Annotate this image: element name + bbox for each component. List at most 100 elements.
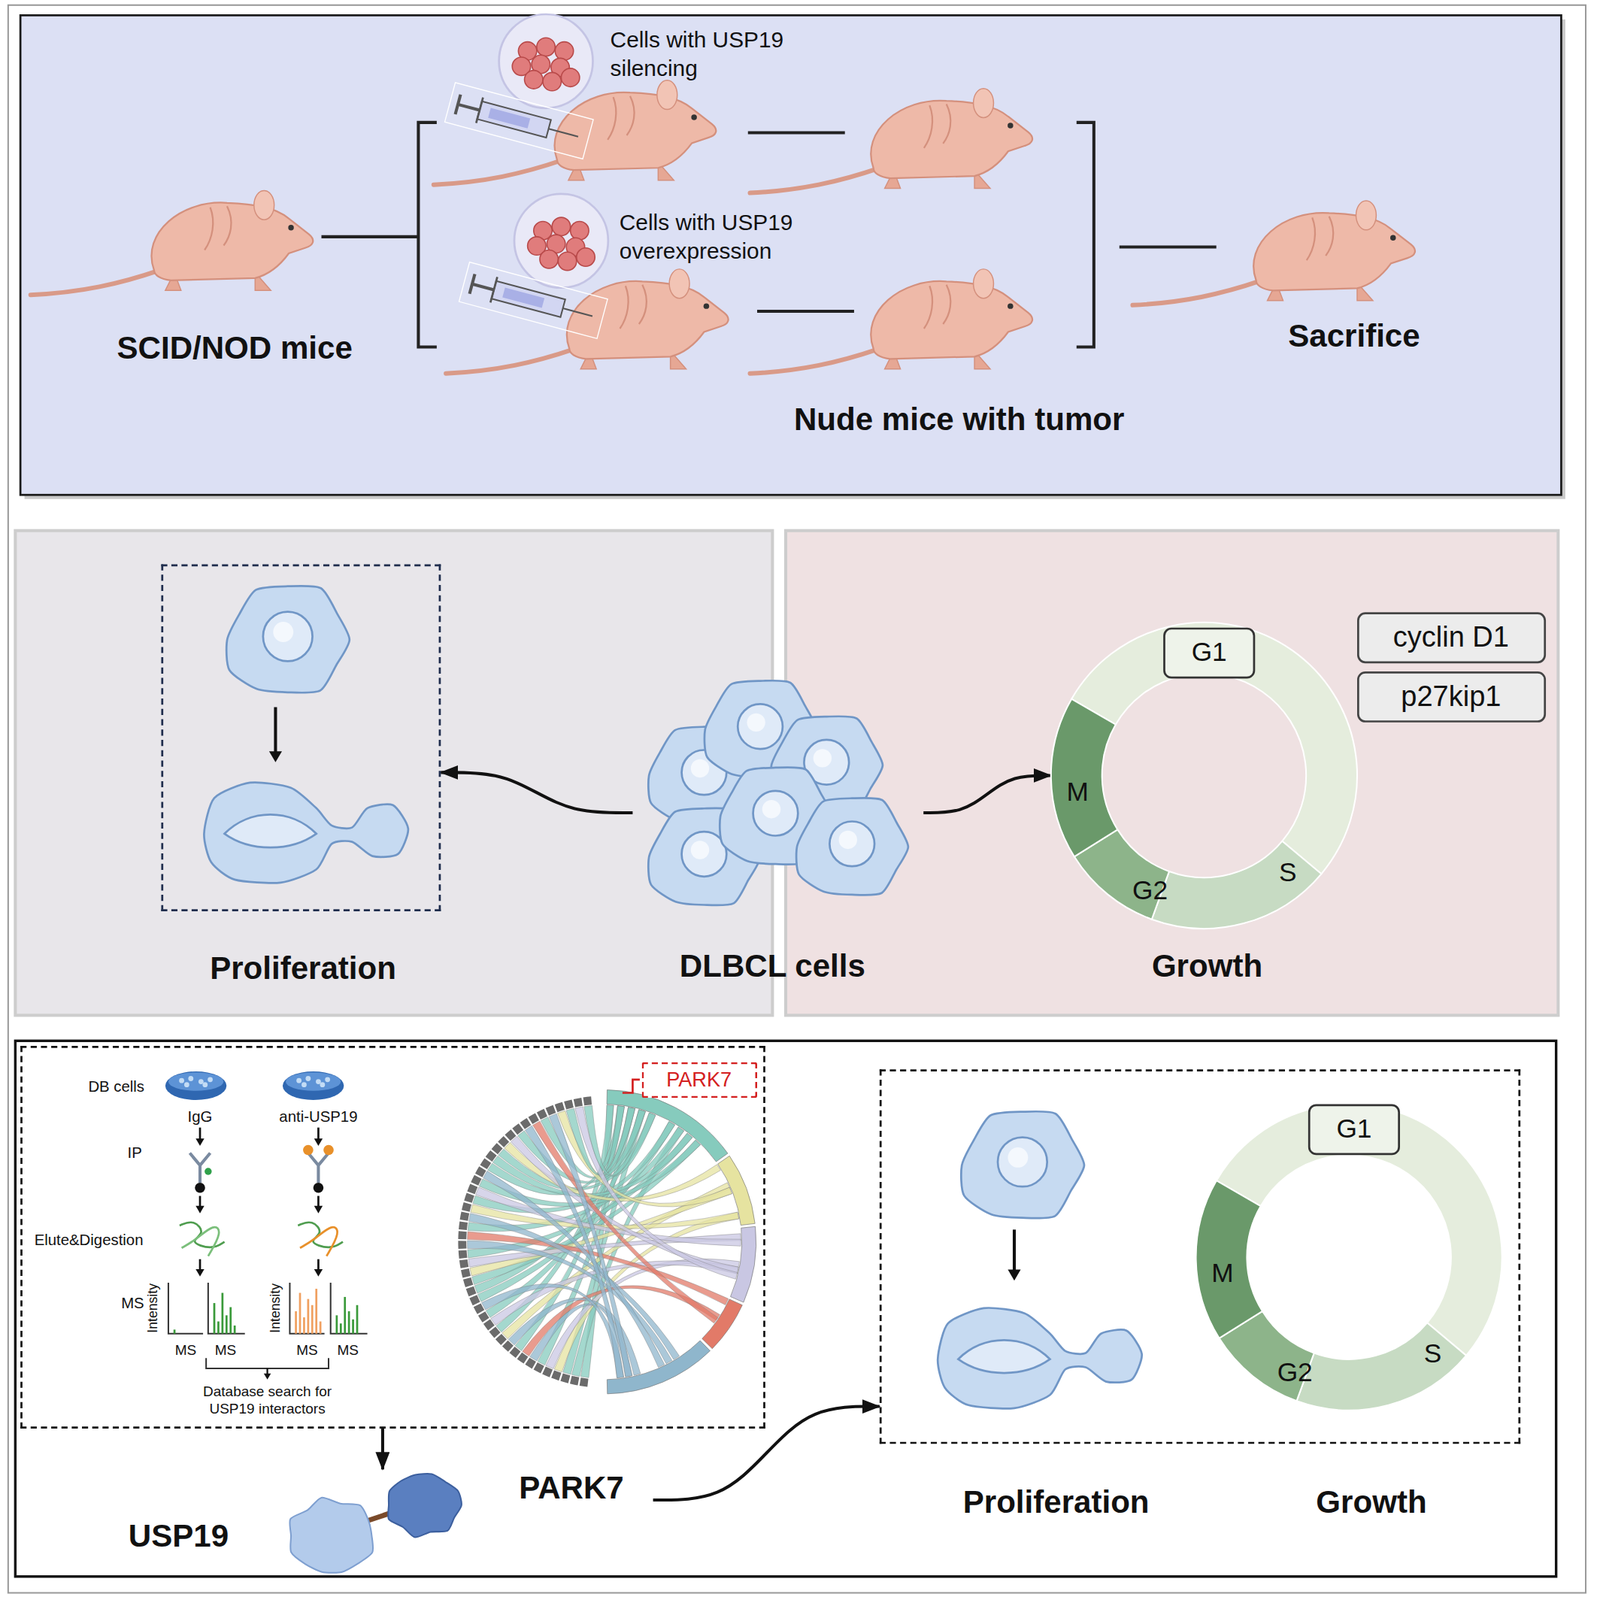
dish-cell xyxy=(207,1076,213,1082)
ms-peak xyxy=(303,1317,306,1334)
bracket-right xyxy=(1076,122,1217,348)
gene-segment xyxy=(483,1319,495,1331)
cell-cycle xyxy=(1051,622,1358,929)
cell-nucleus xyxy=(753,790,799,837)
chord-group xyxy=(606,1340,710,1394)
dish-cell xyxy=(315,1078,322,1085)
figure-label: S xyxy=(1278,856,1297,888)
cell-body xyxy=(226,585,350,693)
cell-nucleus xyxy=(224,814,317,848)
figure-label: anti-USP19 xyxy=(278,1107,358,1126)
plot-axis xyxy=(168,1282,204,1334)
connector-arrow xyxy=(653,1406,880,1500)
cell-bubble xyxy=(514,193,609,288)
culture-dish xyxy=(165,1071,227,1100)
bead xyxy=(194,1182,206,1194)
mouse-wrinkle xyxy=(924,104,951,149)
mouse-body xyxy=(151,202,313,280)
cell-nucleus xyxy=(997,1137,1048,1188)
bracket xyxy=(206,1357,329,1369)
figure-group: ProliferationGrowthMG2SG1 xyxy=(879,1069,1521,1444)
tumor-cell xyxy=(576,248,595,267)
syringe-frame xyxy=(445,82,594,160)
syringe-handle xyxy=(469,274,476,294)
top-panel xyxy=(20,15,1561,495)
tumor-cell xyxy=(551,217,570,236)
chord-group xyxy=(606,1089,728,1162)
illustration xyxy=(881,1071,1523,1446)
dividing-cell xyxy=(203,782,409,884)
gene-segment xyxy=(463,1277,473,1288)
heading-label: USP19 xyxy=(128,1516,229,1555)
arrow-line xyxy=(317,1127,320,1140)
figure-group: GrowthMG2SG1 xyxy=(1051,622,1358,929)
mouse xyxy=(749,269,1033,374)
arrow-head xyxy=(195,1206,204,1214)
arrow-line xyxy=(317,1196,320,1208)
figure-label: MS xyxy=(337,1341,360,1359)
gene-segment xyxy=(551,1369,561,1381)
heading-label: Proliferation xyxy=(209,949,397,988)
cell-body xyxy=(960,1111,1085,1219)
peptide xyxy=(300,1227,338,1256)
figure-label: M xyxy=(1211,1257,1234,1290)
ms-peak xyxy=(233,1325,237,1334)
chord-ribbon xyxy=(481,1283,625,1378)
mouse-eye xyxy=(287,224,294,231)
mouse-wrinkle xyxy=(1306,216,1334,261)
ms-peak xyxy=(213,1303,216,1334)
tumor-cell xyxy=(539,250,558,269)
annotation-label: Cells with USP19 overexpression xyxy=(619,209,840,266)
process-box: cyclin D1 xyxy=(1356,612,1546,664)
chord-group xyxy=(718,1155,756,1225)
gene-segment xyxy=(466,1183,478,1194)
arrow-head xyxy=(195,1138,204,1146)
gene-segment xyxy=(512,1123,524,1135)
box-label: G1 xyxy=(1191,636,1228,669)
gene-segment xyxy=(504,1129,516,1141)
nucleus-highlight xyxy=(272,621,294,643)
nucleus-highlight xyxy=(813,748,832,767)
chord-group xyxy=(702,1299,743,1349)
dish-cell xyxy=(305,1075,311,1082)
process-box: G1 xyxy=(1163,627,1255,679)
annotation-label: Sacrifice xyxy=(1287,317,1420,358)
box-label: cyclin D1 xyxy=(1393,620,1510,655)
cell-body xyxy=(796,797,909,895)
dish-cell xyxy=(184,1081,190,1088)
gene-segment xyxy=(560,1372,570,1383)
gene-segment xyxy=(579,1377,589,1387)
gene-segment xyxy=(554,1102,565,1113)
ms-peak xyxy=(173,1329,176,1334)
mouse xyxy=(1132,200,1416,306)
mouse-ear xyxy=(973,269,994,299)
mouse-tail xyxy=(1132,280,1262,306)
tumor-cell xyxy=(524,70,543,89)
dish-cell xyxy=(296,1078,302,1084)
arrow-line xyxy=(199,1259,202,1271)
nucleus-highlight xyxy=(839,830,858,849)
dish-cell xyxy=(324,1076,331,1082)
gene-segment xyxy=(458,1221,468,1231)
arrow-head xyxy=(263,1373,272,1380)
syringe-needle xyxy=(548,128,579,137)
tumor-cell xyxy=(536,37,555,56)
gene-segment xyxy=(478,1311,490,1323)
annotation-label: Nude mice with tumor xyxy=(793,400,1125,441)
figure-label: MS xyxy=(121,1293,145,1313)
ms-peak xyxy=(343,1296,346,1334)
figure-label: S xyxy=(1424,1338,1443,1370)
gene-segment xyxy=(563,1099,574,1110)
figure-label: Elute&Digestion xyxy=(34,1230,144,1249)
heading-label: Growth xyxy=(1315,1482,1427,1521)
process-box: PARK7 xyxy=(641,1061,757,1098)
gene-segment xyxy=(463,1193,475,1204)
figure-label: MS xyxy=(215,1341,237,1359)
tumor-cell xyxy=(557,251,576,270)
highlight-line xyxy=(622,1079,640,1094)
mouse-wrinkle xyxy=(924,284,951,329)
nucleus-highlight xyxy=(690,759,710,778)
antibody xyxy=(308,1153,329,1183)
gene-segment xyxy=(460,1268,471,1279)
